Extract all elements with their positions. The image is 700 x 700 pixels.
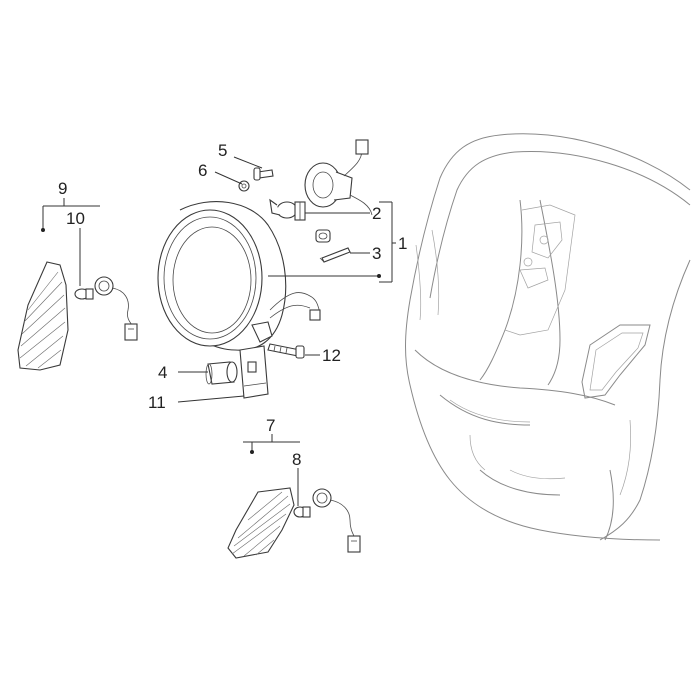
- headlight-lens: [172, 226, 252, 334]
- right-indicator-bulb: [293, 506, 311, 518]
- right-indicator-lens-ribs: [231, 491, 291, 557]
- leader-lines: [41, 156, 396, 506]
- bracket-bolt: [267, 343, 305, 359]
- callout-4: 4: [158, 363, 167, 382]
- callout-5: 5: [218, 141, 227, 160]
- headlight-washer: [238, 180, 250, 192]
- callout-3: 3: [372, 244, 381, 263]
- callout-11: 11: [148, 393, 166, 412]
- left-indicator-bulb: [74, 288, 94, 300]
- callout-labels: 1 2 3 4 5 6 7 8 9 10 11 12: [58, 141, 407, 469]
- headlight-screw: [253, 167, 274, 181]
- left-indicator-assembly: [17, 261, 138, 371]
- callout-7: 7: [266, 416, 275, 435]
- scooter-front-shield: [405, 133, 691, 541]
- callout-12: 12: [322, 346, 341, 365]
- right-indicator-lens: [227, 487, 295, 559]
- right-indicator-assembly: [227, 487, 361, 559]
- bulb-holder-ring: [304, 139, 373, 216]
- left-indicator-lens-ribs: [19, 271, 66, 369]
- adjuster-pin: [319, 247, 351, 263]
- left-indicator-socket: [94, 276, 138, 341]
- callout-1: 1: [398, 234, 407, 253]
- mounting-bracket: [239, 345, 269, 399]
- callout-6: 6: [198, 161, 207, 180]
- headlight-bulb: [269, 198, 306, 221]
- callout-9: 9: [58, 179, 67, 198]
- callout-10: 10: [66, 209, 85, 228]
- headlight-bezel: [157, 209, 263, 347]
- callout-2: 2: [372, 204, 381, 223]
- parking-bulb: [315, 229, 331, 243]
- right-indicator-socket: [312, 488, 361, 553]
- spacer-bushing: [205, 361, 238, 385]
- headlight-assembly: [157, 201, 321, 351]
- callout-8: 8: [292, 450, 301, 469]
